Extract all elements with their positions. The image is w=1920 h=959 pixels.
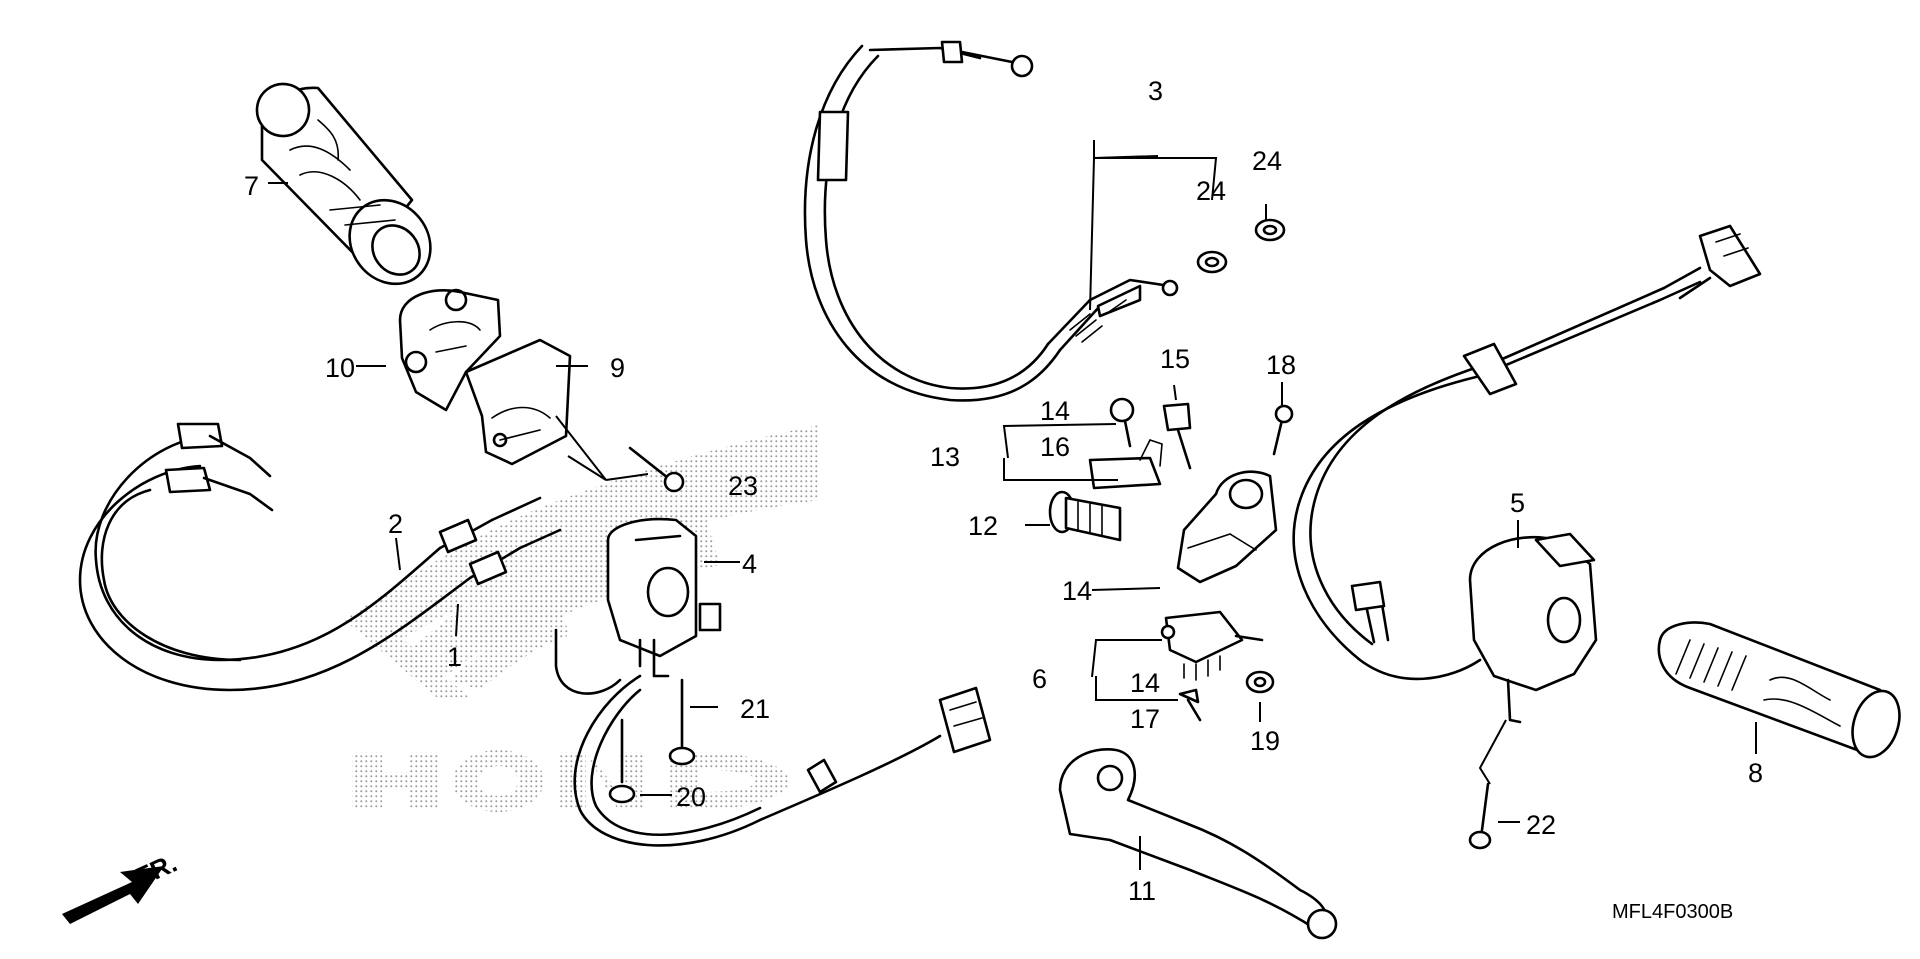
screw-part-20 [608,718,636,804]
honda-wing-watermark [344,425,820,700]
screw-part-17 [1178,688,1202,722]
callout-5: 5 [1510,488,1525,518]
callout-9: 9 [610,353,625,383]
throttle-housing-part-9 [464,338,572,466]
callout-24-a: 24 [1196,176,1226,206]
callout-7: 7 [244,171,259,201]
throttle-housing-part-10 [398,288,502,412]
callout-labels: 7 10 9 23 4 2 1 21 20 3 24 24 14 16 13 1… [244,76,1763,906]
callout-22: 22 [1526,810,1556,840]
callout-12: 12 [968,511,998,541]
screw-part-15 [1162,402,1192,470]
grip-part-8 [1657,621,1901,759]
callout-18: 18 [1266,350,1296,380]
callout-14-b: 14 [1062,576,1092,606]
diagram-code: MFL4F0300B [1612,901,1733,923]
screw-part-23 [628,446,685,493]
right-harness-wire [1292,224,1762,681]
honda-text-watermark [352,750,790,812]
screw-part-18 [1272,404,1294,456]
screw-part-21 [668,678,696,766]
callout-6: 6 [1032,664,1047,694]
callout-20: 20 [676,782,706,812]
callout-11: 11 [1128,876,1156,906]
leader-lines [268,140,1757,870]
throttle-cables-part-1-2 [78,422,562,692]
callout-2: 2 [388,509,403,539]
callout-10: 10 [325,353,355,383]
callout-3: 3 [1148,76,1163,106]
nut-part-24-b [1254,218,1286,242]
switch-housing-part-4 [554,517,722,695]
callout-17: 17 [1130,704,1160,734]
callout-16: 16 [1040,432,1070,462]
callout-8: 8 [1748,758,1763,788]
callout-24-b: 24 [1252,146,1282,176]
clutch-lever-part-11 [1058,748,1338,940]
nut-part-19 [1245,670,1275,694]
nut-part-24-a [1196,250,1228,274]
screw-part-22 [1468,782,1492,850]
callout-19: 19 [1250,726,1280,756]
lever-bracket [1176,470,1278,584]
throttle-grip-part-7 [255,82,432,286]
adjuster-part-12 [1048,490,1122,542]
callout-4: 4 [742,549,757,579]
clutch-switch-part-13 [1088,397,1163,490]
callout-14-a: 14 [1040,396,1070,426]
clutch-switch-part-6 [1160,610,1264,681]
front-direction-arrow: FR. [62,848,181,924]
clutch-cable-part-3 [803,40,1179,402]
callout-23: 23 [728,471,758,501]
switch-housing-part-5 [1468,532,1598,724]
callout-1: 1 [447,642,462,672]
switch-harness-wire [573,674,992,847]
callout-13: 13 [930,442,960,472]
callout-14-c: 14 [1130,668,1160,698]
callout-15: 15 [1160,344,1190,374]
callout-21: 21 [740,694,770,724]
